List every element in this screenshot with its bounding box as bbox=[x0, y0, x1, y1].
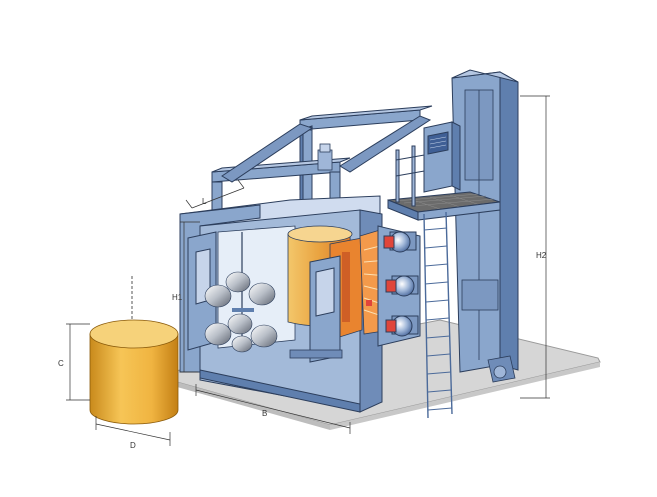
workpiece-cylinder bbox=[89, 276, 179, 425]
right-door bbox=[309, 255, 341, 363]
bucket-elevator bbox=[451, 69, 519, 383]
left-door bbox=[187, 231, 217, 351]
service-platform bbox=[387, 145, 501, 221]
door-rail bbox=[289, 349, 343, 359]
floor-edge bbox=[170, 380, 330, 430]
hanger-drive-motor bbox=[317, 143, 333, 171]
turbine-middle bbox=[385, 275, 419, 297]
dim-label-L: L bbox=[202, 197, 207, 206]
turbine-top bbox=[383, 231, 417, 253]
access-ladder bbox=[423, 211, 453, 419]
dim-label-H1: H1 bbox=[172, 293, 183, 302]
control-cabinet bbox=[423, 121, 461, 193]
turbine-bottom bbox=[385, 315, 419, 337]
dim-label-D: D bbox=[130, 441, 136, 450]
dim-label-B: B bbox=[262, 409, 267, 418]
dimension-lines bbox=[66, 95, 550, 446]
overhead-frame bbox=[211, 105, 433, 221]
dim-label-C: C bbox=[58, 359, 64, 368]
hanger-with-workpieces bbox=[204, 232, 278, 353]
floor-edge-right bbox=[330, 362, 600, 430]
turbine-group bbox=[377, 225, 421, 347]
dim-label-H2: H2 bbox=[536, 251, 547, 260]
